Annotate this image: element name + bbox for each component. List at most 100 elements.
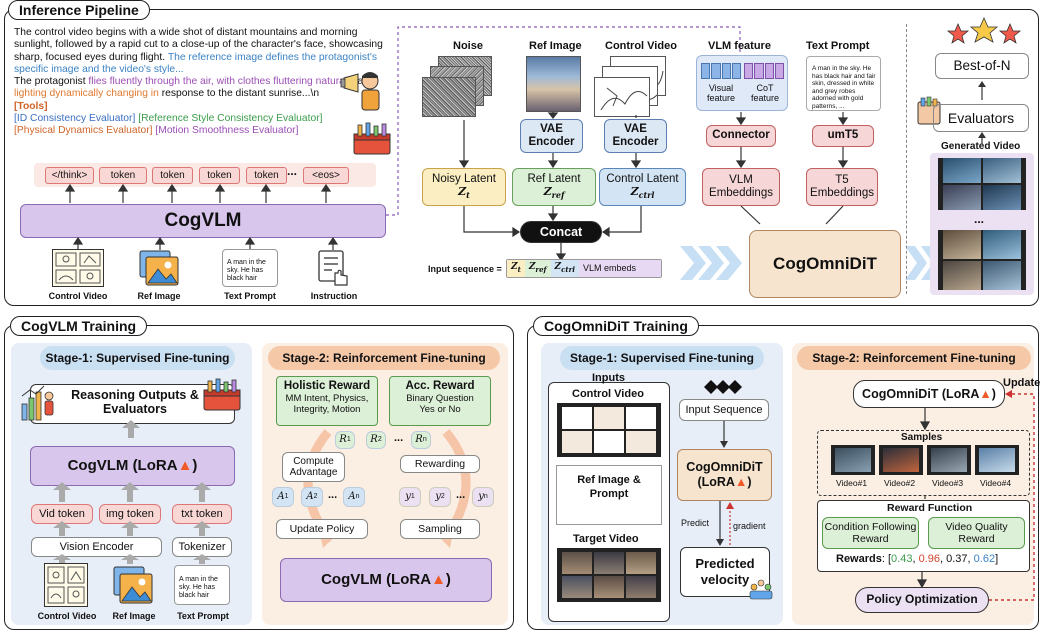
omnidit-stage1-header: Stage-1: Supervised Fine-tuning bbox=[560, 346, 764, 370]
instruction-icon bbox=[317, 249, 351, 287]
fire-icon: ▲ bbox=[979, 386, 992, 401]
acc-reward-box: Acc. Reward Binary Question Yes or No bbox=[389, 376, 491, 426]
fire-icon: ▲ bbox=[431, 571, 446, 589]
y-ellipsis: ... bbox=[456, 489, 466, 501]
omnidit-training-title: CogOmniDiT Training bbox=[533, 316, 699, 336]
ref-prompt-label: Ref Image & Prompt bbox=[577, 474, 641, 500]
seq-vlm: VLM embeds bbox=[578, 260, 661, 277]
input-ref-image-label: Ref Image bbox=[137, 291, 181, 301]
seq-zctrl: Zctrl bbox=[550, 260, 579, 277]
prompt-p2-purple: flies fluently through the air, with clo… bbox=[88, 76, 355, 88]
prompt-p2c: response to the distant sunrise...\n bbox=[158, 88, 320, 100]
cogomnidit-lora-s2-text: CogOmniDiT (LoRA bbox=[862, 386, 980, 401]
right-divider bbox=[906, 24, 907, 294]
txt-token: txt token bbox=[172, 504, 232, 524]
omnidit-stage2-header: Stage-2: Reinforcement Fine-tuning bbox=[797, 346, 1031, 370]
text-prompt-card-text: A man in the sky. He has black hair bbox=[227, 259, 266, 282]
cogvlm-stage2-header: Stage-2: Reinforcement Fine-tuning bbox=[268, 346, 500, 370]
text-prompt-header: Text Prompt bbox=[806, 40, 870, 52]
samples-box bbox=[817, 430, 1030, 496]
cot-feature-label: CoT feature bbox=[750, 83, 780, 103]
reward-2: 0.96 bbox=[918, 553, 940, 565]
samples-label: Samples bbox=[901, 432, 943, 443]
cogvlm-lora-stage2-close: ) bbox=[445, 571, 451, 589]
noise-header: Noise bbox=[453, 40, 483, 52]
noisy-latent: Noisy Latent Zt bbox=[422, 168, 506, 206]
generated-video-header: Generated Video bbox=[941, 141, 1021, 152]
input-control-video-label: Control Video bbox=[48, 291, 108, 301]
s1-ref-image-icon bbox=[112, 565, 154, 605]
acc-reward-title: Acc. Reward bbox=[405, 380, 475, 392]
seq-zref: Zref bbox=[524, 260, 551, 277]
video-1-label: Video#1 bbox=[836, 478, 868, 488]
token-arrows bbox=[64, 183, 332, 203]
chevron-arrows-icon bbox=[680, 246, 742, 280]
input-text-prompt-label: Text Prompt bbox=[224, 291, 276, 301]
gradient-label: gradient bbox=[733, 521, 766, 531]
cogvlm-stage1-header: Stage-1: Supervised Fine-tuning bbox=[40, 346, 235, 370]
token: token bbox=[246, 167, 287, 184]
holistic-reward-body: MM Intent, Physics, Integrity, Motion bbox=[285, 393, 369, 415]
evaluators-block: Evaluators bbox=[933, 104, 1029, 132]
ref-latent-symbol: Zref bbox=[543, 185, 565, 201]
token: token bbox=[152, 167, 193, 184]
tool-motion: [Motion Smoothness Evaluator] bbox=[155, 125, 299, 137]
noise-frame-3 bbox=[422, 77, 476, 117]
fire-icon: ▲ bbox=[734, 475, 748, 489]
prompt-text-block: The control video begins with a wide sho… bbox=[14, 27, 396, 138]
generated-video-grid-1 bbox=[938, 158, 1026, 210]
sample-video-2 bbox=[879, 445, 923, 475]
control-latent: Control Latent Zctrl bbox=[599, 168, 686, 206]
cogvlm-block: CogVLM bbox=[20, 204, 386, 238]
s1-control-video-icon bbox=[44, 563, 88, 607]
tool-id: [ID Consistency Evaluator] bbox=[14, 113, 136, 125]
vision-encoder: Vision Encoder bbox=[31, 537, 162, 557]
reward-4: 0.62 bbox=[973, 553, 996, 565]
control-video-frame-3 bbox=[594, 77, 650, 117]
omnidit-s1-arrow bbox=[720, 421, 728, 448]
ref-prompt-box bbox=[556, 465, 662, 525]
prompt-p2-orange: lighting dynamically changing in bbox=[14, 88, 159, 100]
compute-advantage: Compute Advantage bbox=[282, 452, 345, 482]
prompt-p1-blue: The reference image defines the protagon… bbox=[14, 51, 377, 75]
cogomnidit-lora-s1-text: CogOmniDiT (LoRA bbox=[686, 460, 763, 489]
rewards-label: Rewards bbox=[836, 553, 882, 565]
inference-flow-arrows bbox=[458, 112, 849, 262]
think-end-token: </think> bbox=[45, 167, 94, 184]
predict-label: Predict bbox=[681, 518, 710, 528]
video-quality-reward: Video Quality Reward bbox=[928, 517, 1025, 549]
stage1-arrows bbox=[53, 420, 211, 564]
cot-feature-cells bbox=[744, 63, 784, 79]
sample-video-4 bbox=[975, 445, 1019, 475]
cogomnidit-lora-s2: CogOmniDiT (LoRA▲) bbox=[853, 380, 1005, 408]
token: token bbox=[99, 167, 147, 184]
prompt-p2a: The protagonist bbox=[14, 76, 89, 88]
eos-token: <eos> bbox=[303, 167, 349, 184]
vlm-feature-header: VLM feature bbox=[708, 40, 771, 52]
ref-latent-label: Ref Latent bbox=[527, 173, 581, 186]
cogvlm-lora-stage1: CogVLM (LoRA▲) bbox=[30, 446, 235, 486]
sampling: Sampling bbox=[400, 519, 480, 539]
control-video-header: Control Video bbox=[605, 40, 677, 52]
input-sequence-box: Input Sequence bbox=[679, 399, 769, 421]
a-ellipsis: ... bbox=[328, 489, 338, 501]
text-prompt-card: A man in the sky. He has black hair bbox=[222, 249, 278, 287]
diamond-icon bbox=[704, 380, 742, 394]
best-of-n-block: Best-of-N bbox=[935, 53, 1029, 79]
cogomnidit-lora-s1: CogOmniDiT (LoRA▲) bbox=[677, 449, 772, 501]
s1-text-prompt-label: Text Prompt bbox=[177, 611, 229, 621]
target-video-strip bbox=[557, 548, 661, 602]
cogvlm-lora-stage2-text: CogVLM (LoRA bbox=[321, 571, 432, 589]
noisy-latent-symbol: Zt bbox=[458, 185, 470, 201]
concat-block: Concat bbox=[520, 221, 602, 243]
visual-feature-label: Visual feature bbox=[706, 83, 736, 103]
tools-label: [Tools] bbox=[14, 100, 48, 112]
holistic-reward-title: Holistic Reward bbox=[283, 380, 371, 392]
stage1-toolbox-icon bbox=[202, 378, 242, 412]
